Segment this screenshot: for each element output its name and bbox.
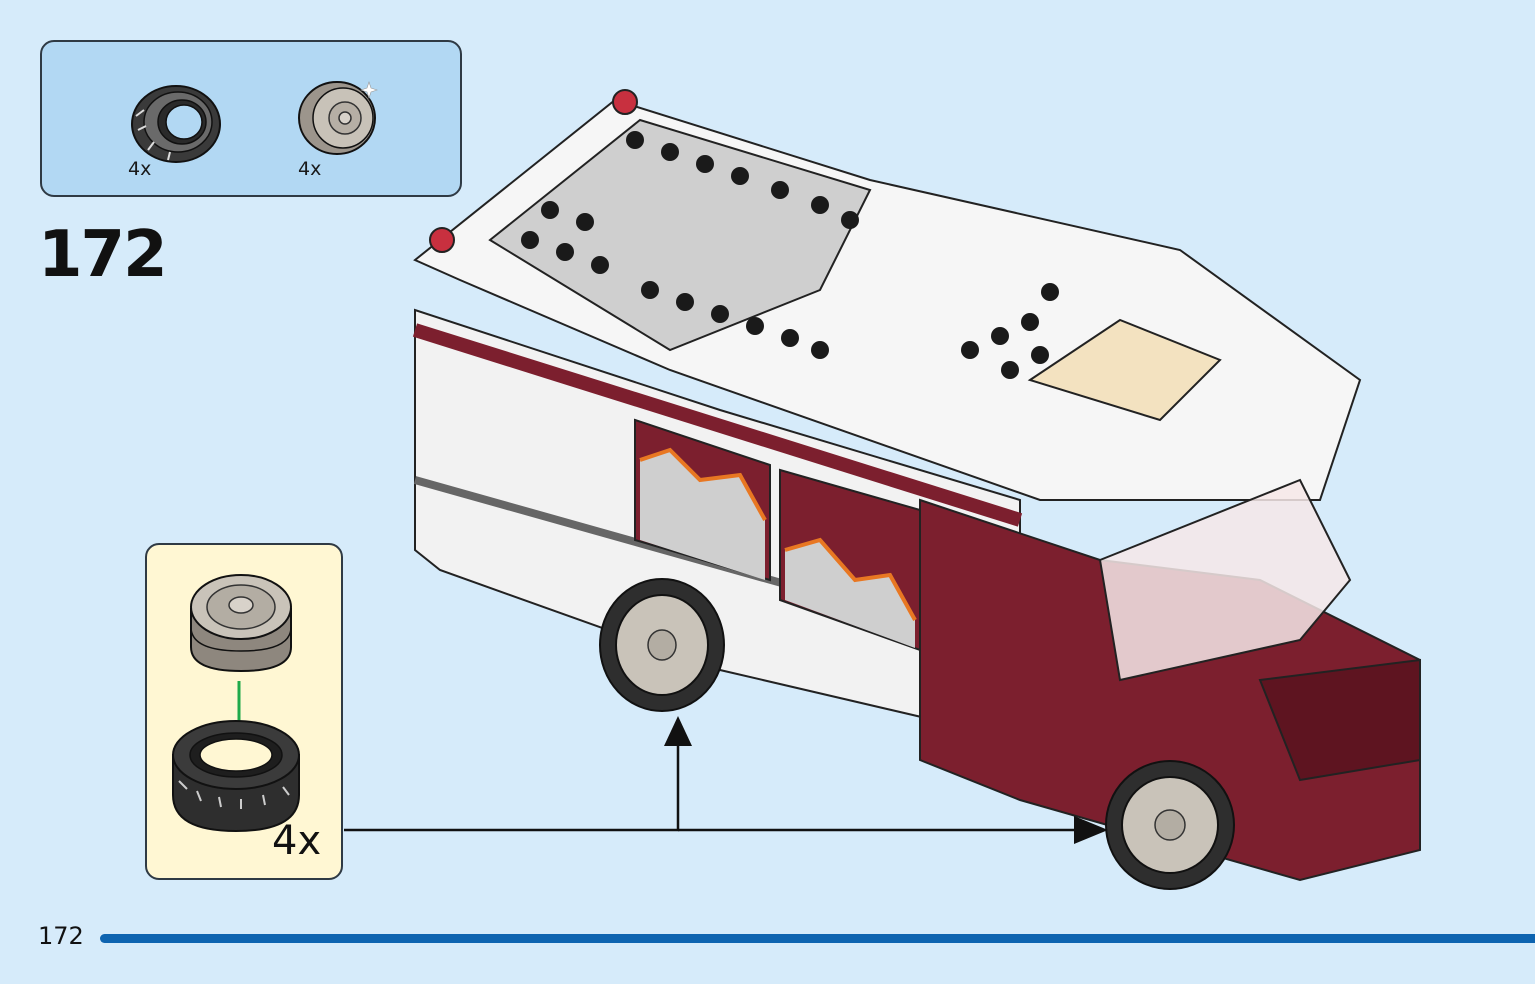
- roof-light: [429, 227, 455, 253]
- tire-count: 4x: [128, 158, 152, 180]
- page-number: 172: [38, 922, 84, 950]
- camper-van-illustration: [412, 89, 1421, 890]
- subassembly-multiplier: 4x: [272, 818, 322, 864]
- wheel-rim-icon: [190, 574, 292, 673]
- windshield: [1098, 478, 1352, 682]
- tire-icon: [131, 85, 221, 163]
- tire-icon: [172, 720, 300, 833]
- wheel-rim-count: 4x: [298, 158, 322, 180]
- front-wheel: [1105, 760, 1235, 890]
- wheel-rim-icon: [298, 81, 378, 155]
- rear-wheel: [599, 578, 725, 712]
- arrow-up-icon: [664, 716, 692, 746]
- roof-light: [612, 89, 638, 115]
- subassembly-callout: [145, 543, 343, 880]
- page-progress-bar: [100, 934, 1535, 943]
- step-number: 172: [38, 218, 168, 292]
- parts-list-callout: 4x 4x: [40, 40, 462, 197]
- arrow-right-icon: [1074, 816, 1108, 844]
